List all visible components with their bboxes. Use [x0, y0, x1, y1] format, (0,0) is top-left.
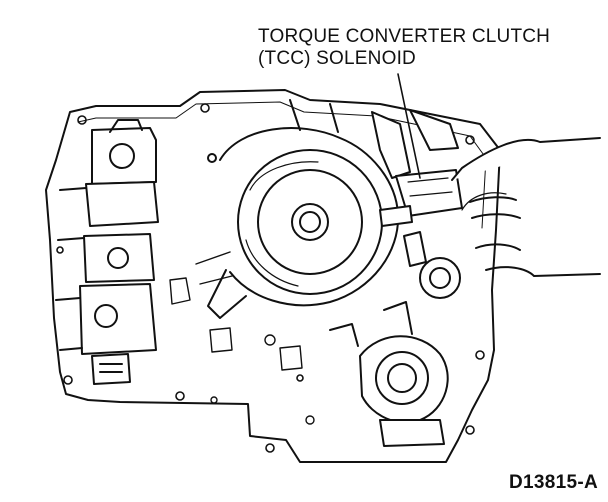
right-bracket — [371, 109, 459, 267]
hand-drawing — [451, 137, 601, 277]
callout-label: TORQUE CONVERTER CLUTCH (TCC) SOLENOID — [258, 26, 550, 70]
converter-circle-assembly — [207, 99, 400, 319]
figure-id: D13815-A — [508, 472, 598, 493]
left-solenoid-stack — [55, 119, 159, 385]
callout-line-2: (TCC) SOLENOID — [258, 48, 416, 69]
callout-line-1: TORQUE CONVERTER CLUTCH — [258, 26, 551, 47]
callout-leader-line — [397, 73, 421, 179]
lower-port-assembly — [329, 257, 461, 447]
tcc-solenoid-part — [379, 169, 463, 227]
